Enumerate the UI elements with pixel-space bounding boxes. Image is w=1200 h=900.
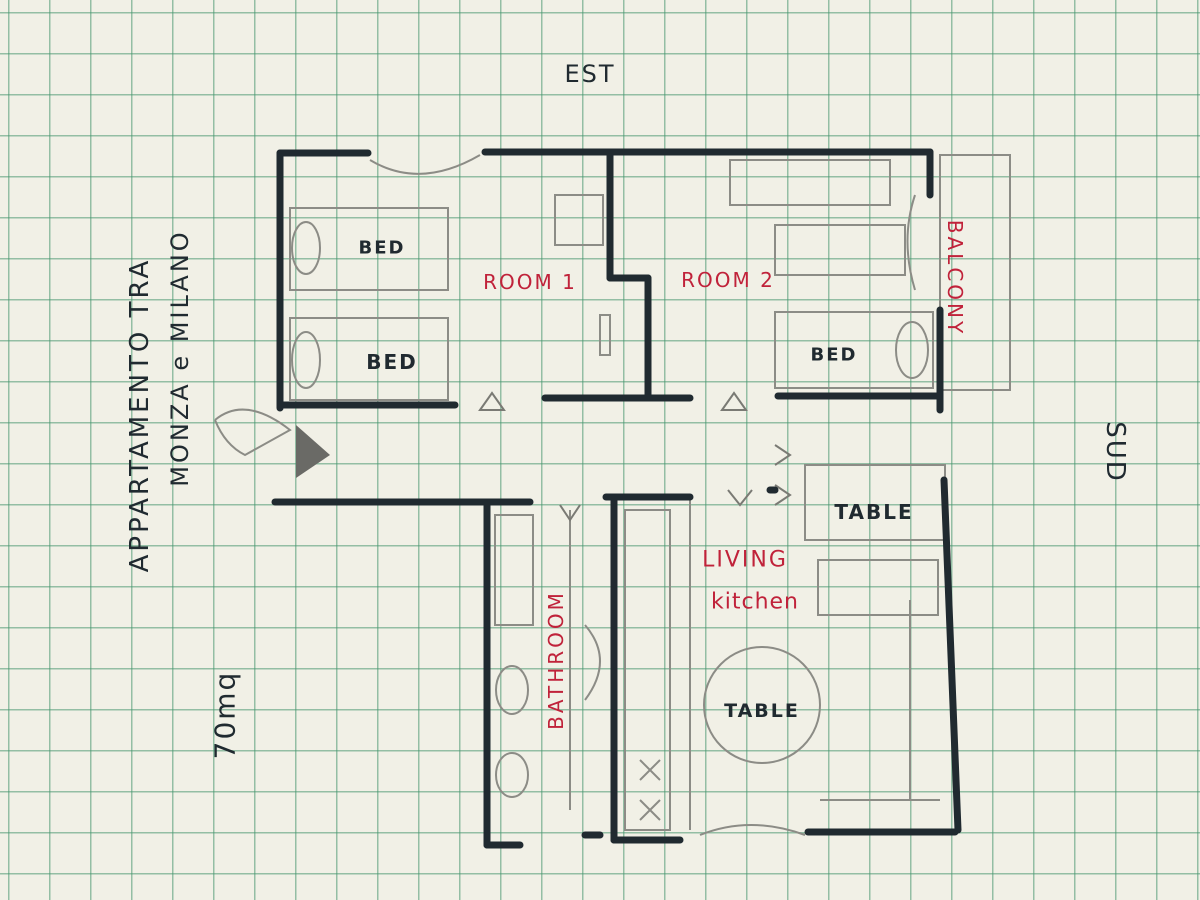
arrow-right-2 <box>774 484 792 506</box>
bathtub <box>494 514 534 626</box>
balcony-outline <box>939 154 1011 391</box>
pillow-3 <box>895 321 929 379</box>
bed-label-1: BED <box>358 237 406 259</box>
entrance-door-swing <box>214 408 292 457</box>
bed-1-outline <box>289 207 449 291</box>
balcony-door-curve <box>906 194 916 291</box>
room-2-label: ROOM 2 <box>681 268 775 292</box>
arrow-right-1 <box>774 444 792 466</box>
toilet <box>495 665 529 715</box>
arrow-down-1 <box>559 504 581 522</box>
bed-label-2: BED <box>366 350 418 374</box>
pillow-1 <box>291 221 321 275</box>
living-label: LIVING <box>702 547 788 573</box>
kitchen-label: kitchen <box>711 589 799 615</box>
shelf-room2-top <box>729 159 891 206</box>
sink-curve <box>584 624 601 701</box>
arrow-down-2 <box>727 489 753 507</box>
kitchen-counter <box>624 509 671 831</box>
balcony-label: BALCONY <box>943 219 967 337</box>
wardrobe-room2 <box>774 224 906 276</box>
sofa-outline <box>817 559 939 616</box>
room-1-label: ROOM 1 <box>483 270 577 294</box>
pencil-furniture <box>214 154 1011 836</box>
arrow-room1-door <box>478 391 506 411</box>
hallway-arrows <box>478 391 792 522</box>
entrance-arrow-icon <box>296 425 330 478</box>
ink-walls <box>271 148 962 849</box>
bed-label-3: BED <box>810 344 858 366</box>
wall-living-right <box>940 476 962 834</box>
table-label-2: TABLE <box>724 700 800 722</box>
bed-3-outline <box>774 311 934 389</box>
arrow-room2-door <box>720 391 748 411</box>
plan-title-line-1: APPARTAMENTO TRA <box>125 257 155 573</box>
pillow-2 <box>291 331 321 389</box>
shelf-room1-side <box>599 314 611 356</box>
round-table <box>703 646 821 764</box>
compass-label-sud: SUD <box>1100 421 1130 483</box>
stove-mark-1 <box>639 759 661 781</box>
stove-mark-2 <box>639 799 661 821</box>
table-label-1: TABLE <box>834 500 914 524</box>
window-curve-top <box>369 154 481 175</box>
bathroom-label: BATHROOM <box>544 590 568 730</box>
plan-title-line-2: MONZA e MILANO <box>166 229 194 487</box>
compass-label-est: EST <box>564 60 616 88</box>
area-label: 70mq <box>208 670 242 760</box>
bidet <box>495 752 529 798</box>
kitchen-door-curve <box>699 824 806 836</box>
bed-2-outline <box>289 317 449 401</box>
desk-room1 <box>554 194 604 246</box>
